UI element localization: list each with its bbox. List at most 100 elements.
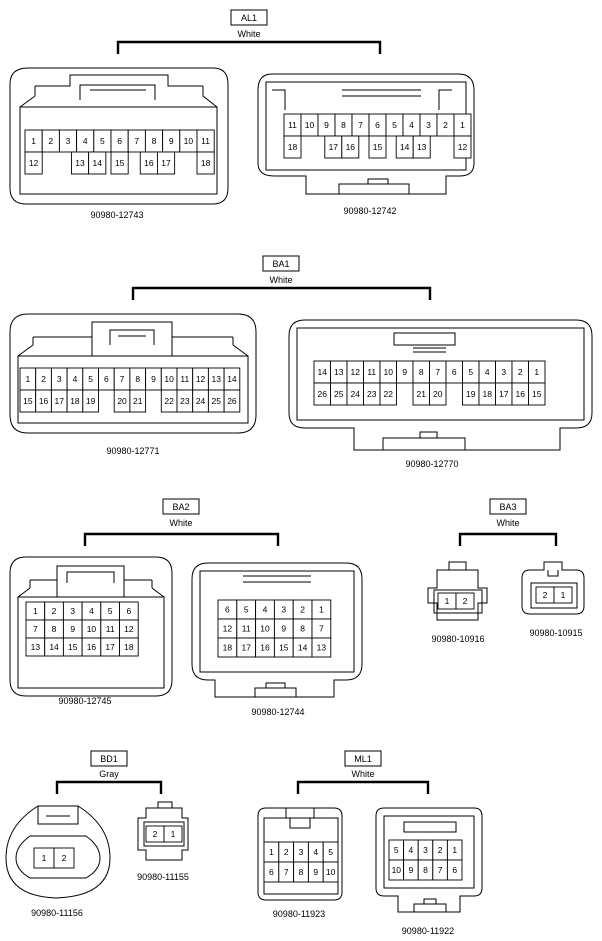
connector-90980-12744-body xyxy=(191,562,363,698)
group-name: BA2 xyxy=(172,502,189,512)
pin-number: 14 xyxy=(318,367,328,377)
pin-number: 13 xyxy=(75,158,85,168)
connector-90980-12743-body xyxy=(9,67,229,205)
pin-number: 9 xyxy=(70,624,75,634)
pin-number: 18 xyxy=(483,389,493,399)
pin-number: 3 xyxy=(501,367,506,377)
pin-number: 12 xyxy=(124,624,134,634)
pin-number: 18 xyxy=(124,642,134,652)
connector-90980-11156-body xyxy=(5,805,111,899)
pin-number: 11 xyxy=(201,136,210,146)
pin-number: 8 xyxy=(423,865,428,875)
pin-number: 13 xyxy=(212,374,222,384)
group-header-ba1: BA1 White xyxy=(131,255,432,300)
part-number-label: 90980-12745 xyxy=(58,696,111,706)
pin-cavity xyxy=(223,389,241,413)
pin-number: 5 xyxy=(394,845,399,855)
pin-number: 9 xyxy=(409,865,414,875)
pin-number: 10 xyxy=(164,374,174,384)
pin-cavity xyxy=(453,135,472,159)
group-color: White xyxy=(169,518,192,528)
pin-number: 9 xyxy=(313,867,318,877)
pin-number: 5 xyxy=(392,120,397,130)
group-header-bd1: BD1 Gray xyxy=(55,750,163,794)
part-number-label: 90980-11156 xyxy=(31,908,83,918)
pin-number: 6 xyxy=(452,865,457,875)
pin-number: 9 xyxy=(324,120,329,130)
pin-number: 9 xyxy=(281,624,286,634)
pin-number: 17 xyxy=(329,142,339,152)
pin-number: 18 xyxy=(201,158,211,168)
pin-number: 19 xyxy=(86,396,96,406)
group-name: ML1 xyxy=(354,754,372,764)
pin-number: 2 xyxy=(443,120,448,130)
pin-cavity xyxy=(311,637,332,658)
pin-number: 10 xyxy=(392,865,402,875)
part-number-label: 90980-11923 xyxy=(273,909,325,919)
pin-number: 2 xyxy=(153,829,158,839)
pin-number: 2 xyxy=(300,605,305,615)
pin-number: 17 xyxy=(499,389,509,399)
pin-number: 16 xyxy=(346,142,356,152)
connector-90980-11923-body xyxy=(257,807,343,901)
pin-cavity xyxy=(163,825,183,843)
pin-number: 1 xyxy=(319,605,324,615)
pin-number: 9 xyxy=(169,136,174,146)
pin-number: 6 xyxy=(269,867,274,877)
pin-number: 3 xyxy=(299,847,304,857)
pin-number: 3 xyxy=(423,845,428,855)
pin-cavity xyxy=(129,389,147,413)
pin-number: 15 xyxy=(115,158,125,168)
pin-cavity xyxy=(283,135,302,159)
pin-number: 10 xyxy=(260,624,270,634)
pin-number: 21 xyxy=(133,396,143,406)
pin-number: 4 xyxy=(313,847,318,857)
pin-number: 5 xyxy=(468,367,473,377)
pin-cavity xyxy=(429,382,447,406)
pin-number: 7 xyxy=(358,120,363,130)
pin-number: 12 xyxy=(29,158,39,168)
pin-cavity xyxy=(368,135,387,159)
pin-cavity xyxy=(88,151,107,175)
pin-number: 16 xyxy=(87,642,97,652)
pin-number: 7 xyxy=(319,624,324,634)
pin-number: 1 xyxy=(269,847,274,857)
pin-number: 1 xyxy=(42,853,47,863)
pin-cavity xyxy=(412,135,431,159)
pin-number: 15 xyxy=(532,389,542,399)
pin-number: 2 xyxy=(438,845,443,855)
pin-number: 4 xyxy=(485,367,490,377)
pin-number: 10 xyxy=(184,136,194,146)
pin-number: 20 xyxy=(433,389,443,399)
pin-number: 2 xyxy=(518,367,523,377)
connector-90980-11922-body xyxy=(375,807,483,913)
pin-number: 1 xyxy=(561,590,566,600)
part-number-label: 90980-12770 xyxy=(405,459,458,469)
pin-number: 22 xyxy=(384,389,394,399)
pin-number: 3 xyxy=(70,606,75,616)
pin-number: 4 xyxy=(409,845,414,855)
connector-90980-12770-body xyxy=(288,319,593,451)
pin-cavity xyxy=(528,382,546,406)
part-number-label: 90980-12744 xyxy=(251,707,304,717)
pin-number: 7 xyxy=(438,865,443,875)
connector-90980-10915-body xyxy=(521,561,585,615)
pin-number: 6 xyxy=(117,136,122,146)
pin-number: 2 xyxy=(48,136,53,146)
pin-number: 7 xyxy=(120,374,125,384)
pin-number: 1 xyxy=(460,120,465,130)
pin-number: 12 xyxy=(196,374,206,384)
pin-number: 15 xyxy=(23,396,33,406)
pin-number: 4 xyxy=(89,606,94,616)
part-number-label: 90980-10916 xyxy=(431,634,484,644)
pin-number: 4 xyxy=(263,605,268,615)
pin-number: 12 xyxy=(458,142,468,152)
pin-number: 11 xyxy=(288,120,297,130)
part-number-label: 90980-12771 xyxy=(106,446,159,456)
pin-number: 8 xyxy=(135,374,140,384)
pin-number: 16 xyxy=(516,389,526,399)
pin-number: 26 xyxy=(318,389,328,399)
connector-90980-12742-body xyxy=(257,73,475,195)
pin-number: 5 xyxy=(244,605,249,615)
pin-number: 17 xyxy=(241,643,251,653)
